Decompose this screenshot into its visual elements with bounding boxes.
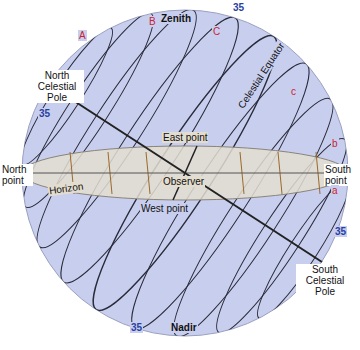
circle-letter: C (212, 26, 221, 37)
pole-label: North Celestial Pole (30, 70, 84, 103)
latitude-number: 35 (130, 322, 143, 333)
pole-label: South Celestial Pole (296, 264, 354, 297)
diurnal-circles (9, 0, 360, 349)
point-label: West point (140, 203, 189, 214)
latitude-number: 35 (232, 2, 245, 13)
circle-letter: b (331, 138, 339, 149)
horizon-label: Horizon (47, 181, 85, 197)
latitude-number: 35 (38, 108, 51, 119)
equator-label: Celestial Equator (235, 40, 287, 112)
point-label: South point (324, 164, 358, 186)
celestial-axis (48, 84, 322, 262)
circle-letter: c (290, 86, 297, 97)
east-line (185, 146, 197, 173)
point-label: Zenith (160, 13, 192, 24)
latitude-number: 35 (334, 226, 347, 237)
observer-label: Observer (162, 176, 205, 187)
point-label: East point (162, 132, 208, 143)
point-label: North point (1, 164, 33, 186)
circle-letter: A (78, 30, 87, 41)
circle-letter: B (148, 16, 157, 27)
point-label: Nadir (170, 322, 198, 333)
circle-letter: a (331, 185, 339, 196)
